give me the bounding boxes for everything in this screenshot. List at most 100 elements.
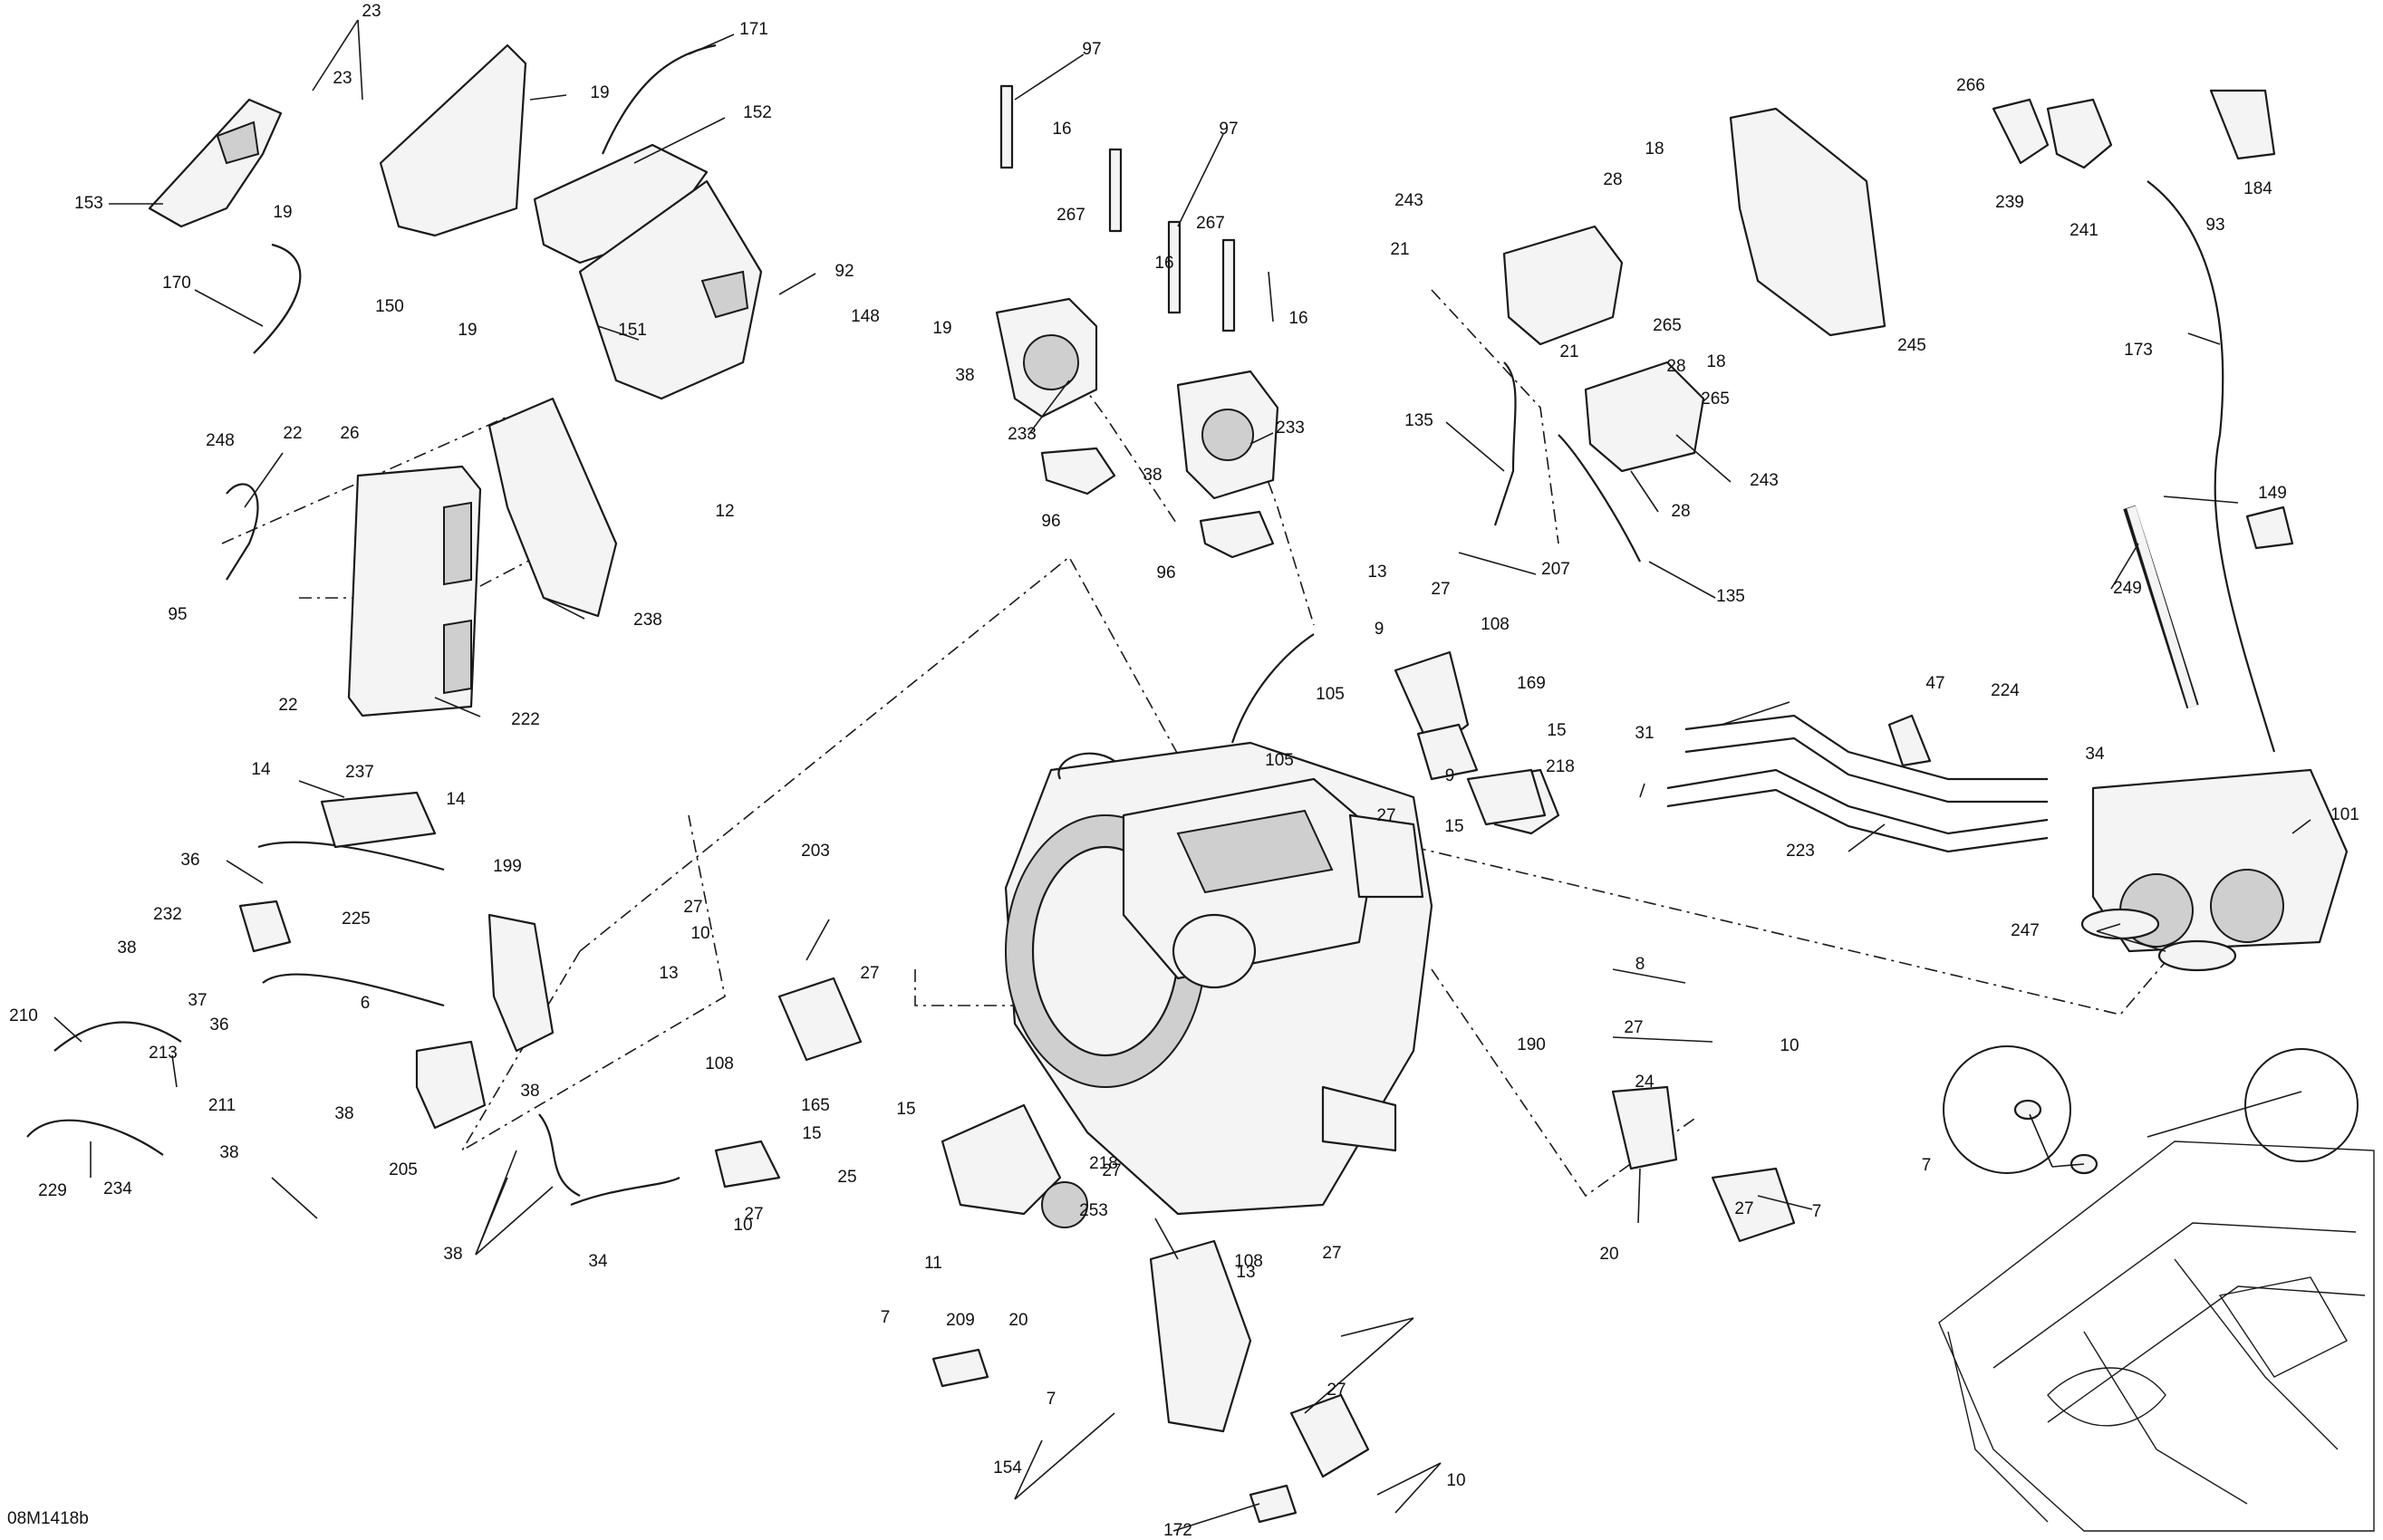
cover-panels: [148, 43, 763, 400]
callout-number: 233: [1276, 419, 1305, 438]
callout-number: 27: [744, 1205, 763, 1224]
callout-number: 23: [362, 2, 381, 21]
callout-number: 11: [924, 1254, 942, 1273]
callout-number: 27: [1322, 1244, 1341, 1263]
callout-number: 26: [340, 424, 359, 443]
callout-number: 232: [153, 905, 182, 924]
callout-number: 9: [1375, 620, 1384, 639]
callout-number: 38: [219, 1143, 238, 1162]
callout-number: 38: [117, 938, 136, 958]
callout-number: 96: [1041, 512, 1060, 531]
callout-number: 10: [690, 924, 709, 943]
callout-number: 15: [1547, 721, 1566, 740]
callout-number: 151: [618, 321, 647, 340]
callout-number: 6: [361, 994, 371, 1013]
callout-number: 27: [1431, 580, 1450, 599]
hose-valve-group: [26, 791, 680, 1207]
callout-number: 149: [2258, 484, 2287, 503]
callout-number: 92: [835, 262, 854, 281]
control-modules: [1493, 107, 1886, 563]
callout-number: 101: [2330, 805, 2359, 824]
callout-number: 253: [1079, 1201, 1108, 1220]
callout-number: 190: [1517, 1035, 1546, 1054]
callout-number: 233: [1008, 425, 1037, 444]
callout-number: 237: [345, 763, 374, 782]
callout-number: 13: [1367, 563, 1386, 582]
callout-number: 222: [511, 710, 540, 729]
throttle-cables: [1992, 89, 2349, 972]
callout-number: 22: [278, 696, 297, 715]
callout-number: 184: [2243, 179, 2272, 198]
callout-number: 19: [590, 83, 609, 102]
callout-number: 239: [1995, 193, 2024, 212]
callout-number: 27: [1102, 1161, 1121, 1180]
callout-number: 169: [1517, 674, 1546, 693]
callout-number: 170: [162, 274, 191, 293]
callout-number: 38: [520, 1082, 539, 1101]
callout-number: 27: [860, 964, 879, 983]
callout-number: 108: [1481, 615, 1510, 634]
callout-number: 36: [209, 1015, 228, 1035]
callout-number: 13: [1236, 1263, 1255, 1282]
callout-number: 165: [801, 1096, 830, 1115]
callout-number: 267: [1196, 214, 1225, 233]
callout-number: 203: [801, 842, 830, 861]
callout-number: 245: [1897, 336, 1926, 355]
callout-number: 27: [683, 898, 702, 917]
callout-number: 224: [1991, 681, 2020, 700]
callout-number: 18: [1706, 352, 1725, 371]
callout-number: 7: [1922, 1156, 1932, 1175]
callout-number: 21: [1390, 240, 1409, 259]
callout-number: 108: [1234, 1252, 1263, 1271]
callout-number: 238: [633, 611, 662, 630]
callout-number: 10: [1780, 1036, 1799, 1055]
callout-number: 248: [206, 431, 235, 450]
callout-number: 15: [1444, 817, 1463, 836]
callout-number: 241: [2069, 221, 2098, 240]
callout-number: 148: [851, 307, 880, 326]
callout-number: 22: [283, 424, 302, 443]
callout-number: 223: [1786, 842, 1815, 861]
callout-number: 19: [273, 203, 292, 222]
callout-number: 14: [251, 760, 271, 779]
callout-number: 97: [1082, 40, 1101, 59]
callout-number: 20: [1599, 1245, 1618, 1264]
callout-number: 93: [2205, 216, 2224, 235]
callout-number: 95: [168, 605, 187, 624]
callout-number: 211: [208, 1096, 236, 1115]
callout-number: 7: [1812, 1202, 1822, 1221]
callout-number: 27: [1327, 1381, 1346, 1400]
callout-number: 105: [1265, 751, 1294, 770]
callout-number: 243: [1750, 471, 1779, 490]
callout-number: 96: [1156, 563, 1175, 582]
ignition-coils: [995, 84, 1279, 559]
callout-number: 28: [1671, 502, 1690, 521]
callout-number: 47: [1925, 674, 1944, 693]
callout-number: 20: [1008, 1311, 1027, 1330]
callout-number: 10: [733, 1216, 752, 1235]
mounts-starter: [714, 723, 1796, 1524]
callout-number: 12: [715, 502, 734, 521]
callout-number: 108: [705, 1054, 734, 1073]
frame-detail: [1938, 1045, 2375, 1532]
engine-assembly: [1004, 633, 1560, 1216]
callout-number: 97: [1219, 120, 1238, 139]
callout-number: 105: [1316, 685, 1345, 704]
callout-number: 38: [955, 366, 974, 385]
callout-number: 23: [333, 69, 352, 88]
callout-number: 249: [2113, 579, 2142, 598]
callout-number: 31: [1635, 724, 1654, 743]
callout-number: 152: [743, 103, 772, 122]
intake-hoses: [1666, 714, 2049, 853]
callout-number: 218: [1089, 1154, 1118, 1173]
callout-number: 13: [659, 964, 678, 983]
callout-number: 267: [1056, 206, 1085, 225]
callout-number: 34: [2085, 745, 2105, 764]
drawing-code: 08M1418b: [7, 1509, 89, 1528]
callout-number: 229: [38, 1181, 67, 1200]
callout-labels: 2323191919153171152170150151921481912248…: [9, 2, 2359, 1540]
callout-leaders: [53, 19, 2311, 1532]
callout-number: 34: [588, 1252, 608, 1271]
callout-number: 135: [1404, 411, 1433, 430]
callout-number: 27: [1376, 806, 1395, 825]
